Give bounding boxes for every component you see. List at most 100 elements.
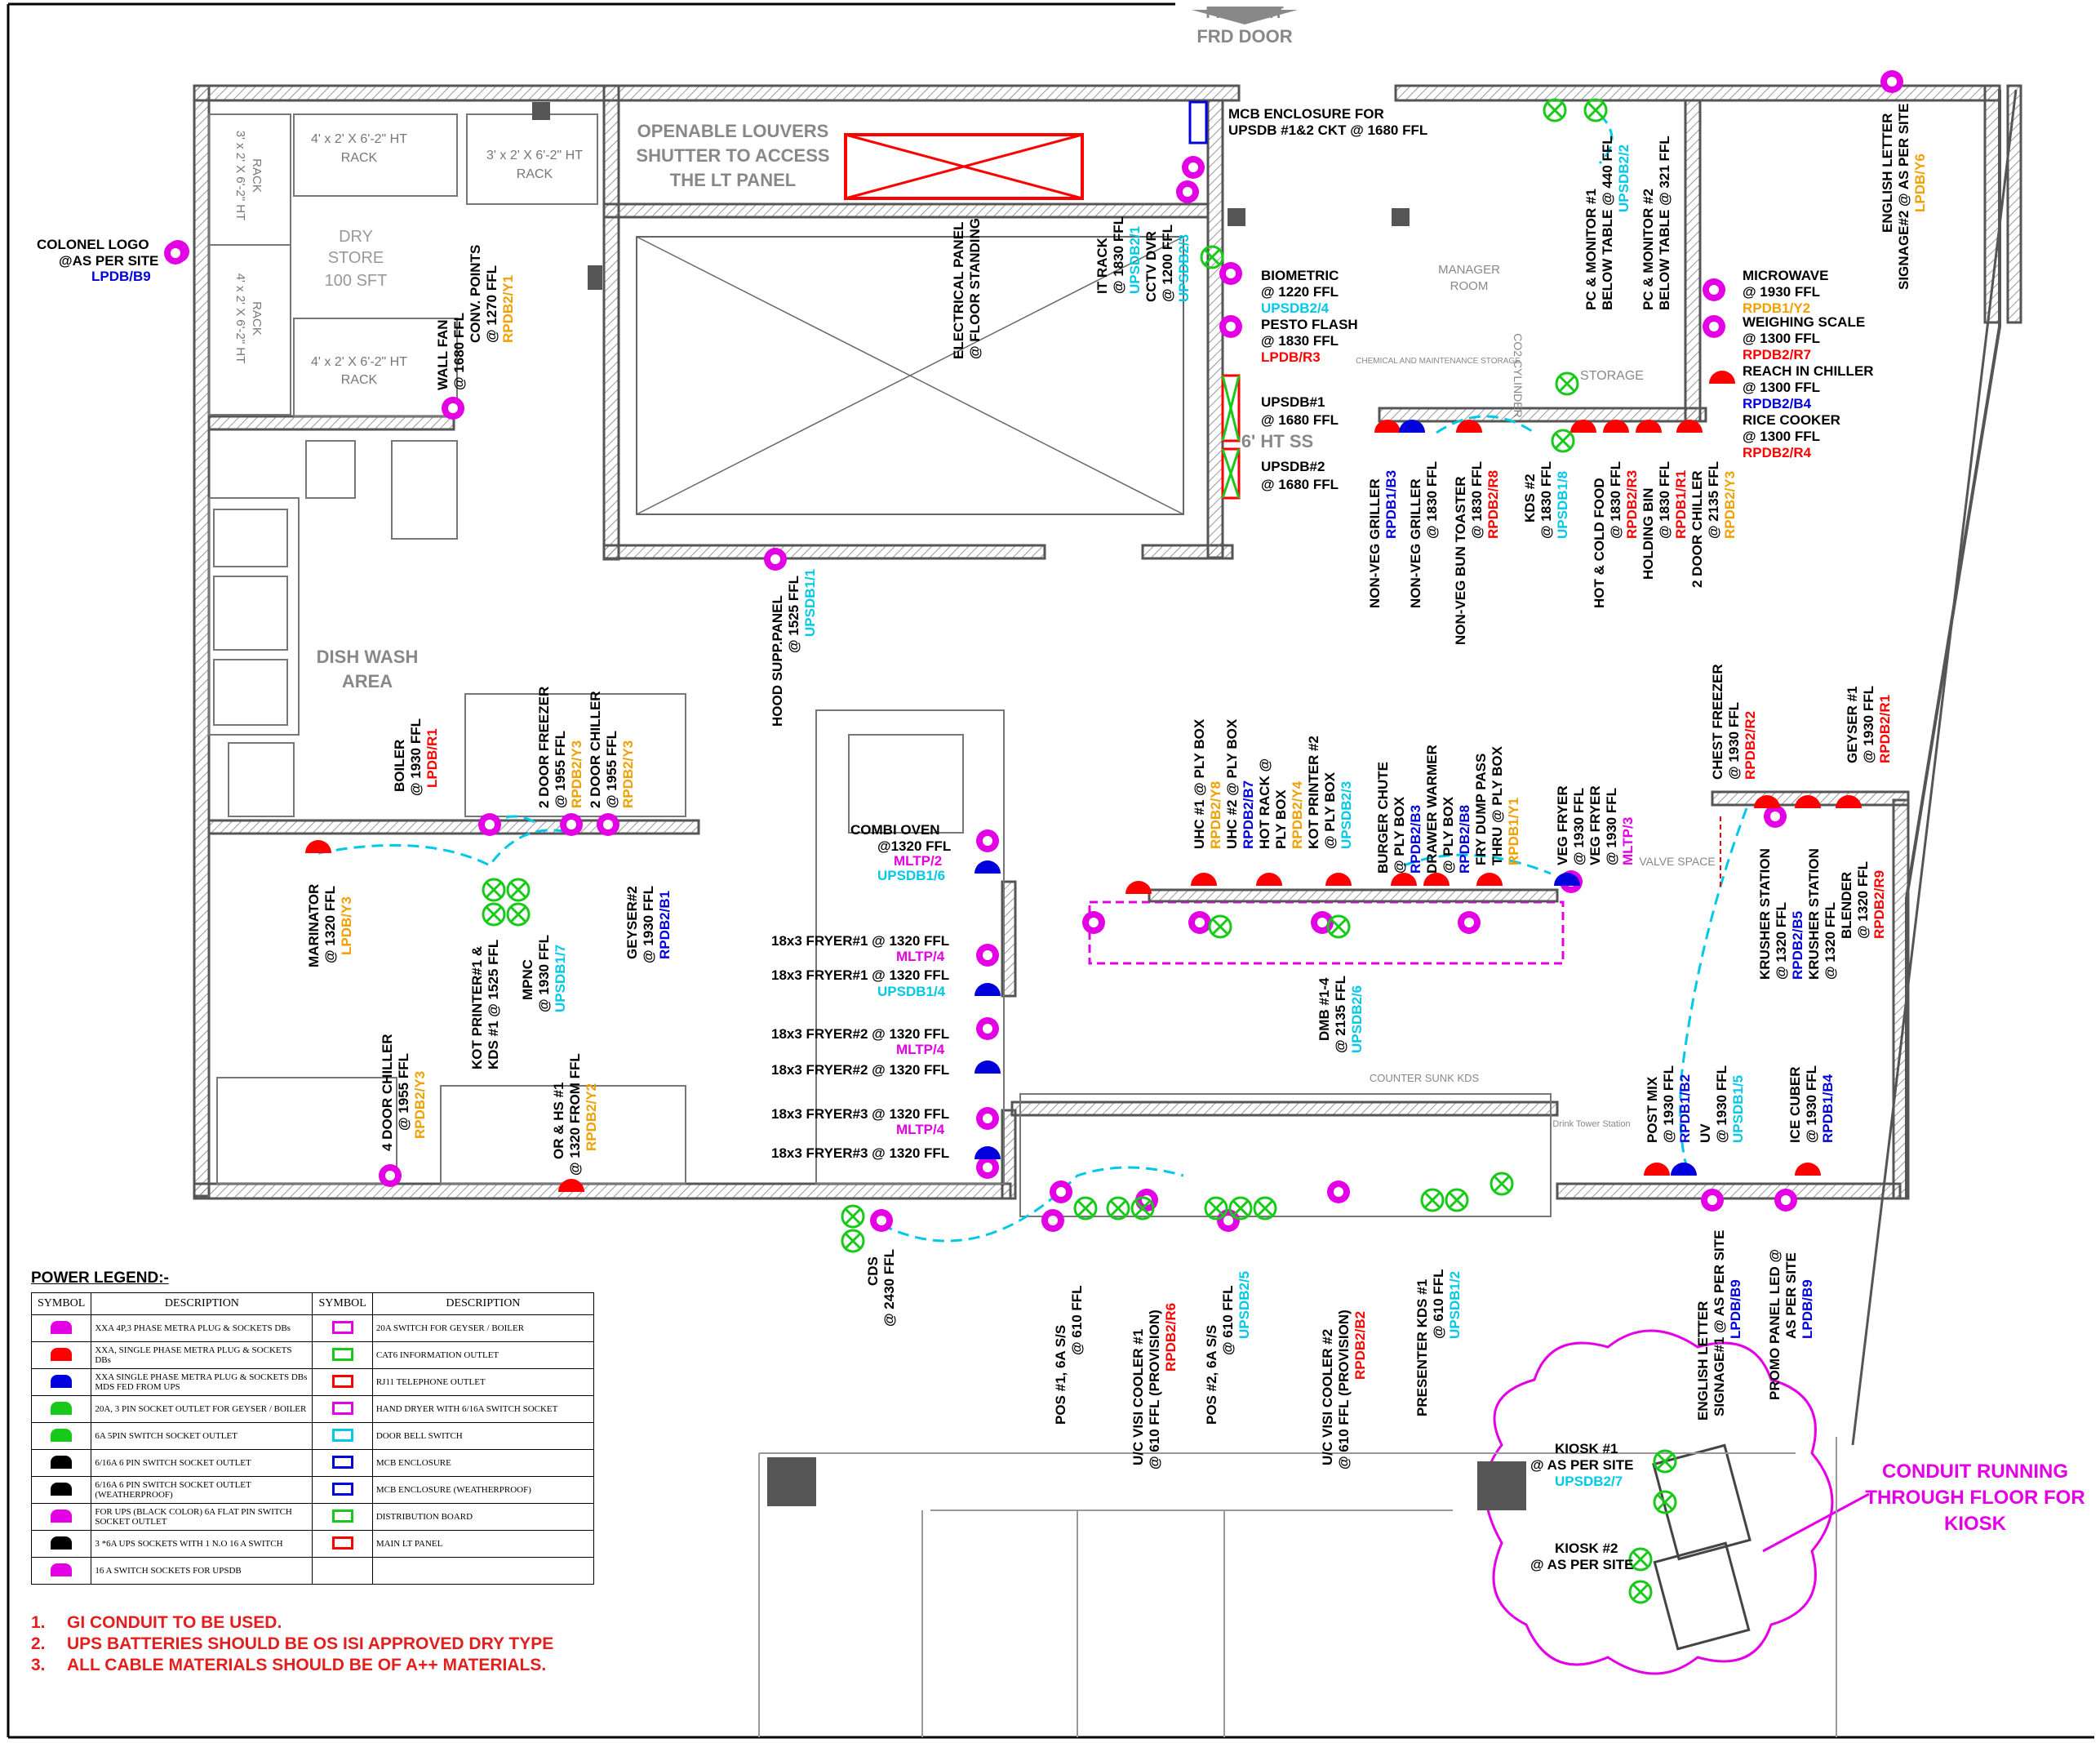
legend-header-row: SYMBOL DESCRIPTION SYMBOL DESCRIPTION bbox=[30, 1292, 595, 1315]
labels-uv-1: UV bbox=[1698, 1123, 1713, 1143]
legend-row: FOR UPS (BLACK COLOR) 6A FLAT PIN SWITCH… bbox=[30, 1503, 595, 1531]
legend-symbol bbox=[312, 1368, 373, 1396]
labels-vegfryer1-2: @ 1930 FFL bbox=[1571, 788, 1587, 865]
legend-col-desc-2: DESCRIPTION bbox=[371, 1292, 595, 1315]
labels-fryer3a-2: MLTP/4 bbox=[896, 1122, 945, 1137]
labels-postmix-2: @ 1930 FFL bbox=[1661, 1065, 1676, 1143]
labels-pos1-2: @ 610 FFL bbox=[1069, 1285, 1085, 1355]
labels-krusher1-2: @ 1320 FFL bbox=[1774, 902, 1789, 980]
rooms-conduit-3: KIOSK bbox=[1944, 1513, 2007, 1535]
mcb-enclosure bbox=[1188, 100, 1208, 145]
labels-microwave-2: @ 1930 FFL bbox=[1743, 284, 1820, 300]
labels-engsign2-1: ENGLISH LETTER bbox=[1880, 113, 1895, 233]
labels-microwave-3: RPDB1/Y2 bbox=[1743, 300, 1810, 316]
labels-conv-3: RPDB2/Y1 bbox=[500, 275, 516, 343]
legend-row: XXA SINGLE PHASE METRA PLUG & SOCKETS DB… bbox=[30, 1368, 595, 1396]
labels-fryer1b-1: 18x3 FRYER#1 @ 1320 FFL bbox=[771, 967, 949, 983]
labels-nvg2-1: NON-VEG GRILLER bbox=[1408, 478, 1423, 608]
labels-kot1-1: KOT PRINTER#1 & bbox=[469, 946, 485, 1069]
labels-conv-2: @ 1270 FFL bbox=[484, 265, 499, 343]
labels-reach-1: REACH IN CHILLER bbox=[1743, 363, 1874, 379]
rooms-conduit-1: CONDUIT RUNNING bbox=[1882, 1461, 2068, 1483]
bottom-columns bbox=[532, 102, 1526, 1510]
rooms-storage: STORAGE bbox=[1580, 369, 1644, 383]
racks bbox=[208, 113, 598, 417]
labels-visi2-2: @ 610 FFL (PROVISION) bbox=[1336, 1309, 1352, 1470]
rooms-counter-sunk: COUNTER SUNK KDS bbox=[1370, 1072, 1480, 1084]
labels-hotcold-3: RPDB2/R3 bbox=[1624, 470, 1640, 539]
legend-symbol-icon bbox=[51, 1509, 73, 1523]
rooms-drink-tower: Drink Tower Station bbox=[1552, 1119, 1630, 1129]
legend-description: 6A 5PIN SWITCH SOCKET OUTLET bbox=[91, 1422, 313, 1450]
main-lt-panel bbox=[844, 133, 1084, 200]
labels-presenter-3: UPSDB1/2 bbox=[1447, 1271, 1463, 1339]
labels-vegfryer2-1: VEG FRYER bbox=[1587, 785, 1603, 865]
labels-postmix-3: RPDB1/B2 bbox=[1677, 1074, 1693, 1143]
rooms-fire-exit-2: FRD DOOR bbox=[1197, 26, 1292, 47]
legend-symbol-icon bbox=[51, 1482, 73, 1496]
facade-line bbox=[1851, 89, 2018, 1446]
legend-symbol-icon bbox=[51, 1320, 73, 1334]
legend-row: 6/16A 6 PIN SWITCH SOCKET OUTLET (WEATHE… bbox=[30, 1476, 595, 1504]
labels-chestfreezer-2: @ 1930 FFL bbox=[1726, 702, 1742, 780]
labels-visi1-1: U/C VISI COOLER #1 bbox=[1130, 1329, 1146, 1465]
labels-drawer-3: RPDB2/B8 bbox=[1457, 805, 1472, 874]
legend-symbol-icon bbox=[331, 1428, 353, 1442]
legend-symbol-icon bbox=[331, 1455, 353, 1469]
legend-description: 20A, 3 PIN SOCKET OUTLET FOR GEYSER / BO… bbox=[91, 1395, 313, 1423]
legend-symbol-icon bbox=[51, 1347, 73, 1361]
labels-fryer3a-1: 18x3 FRYER#3 @ 1320 FFL bbox=[771, 1106, 949, 1122]
labels-boiler-2: @ 1930 FFL bbox=[408, 718, 424, 796]
legend-description: RJ11 TELEPHONE OUTLET bbox=[371, 1368, 595, 1396]
legend-symbol-icon bbox=[51, 1455, 73, 1469]
labels-kot2-1: KOT PRINTER #2 bbox=[1306, 736, 1321, 849]
labels-wall-fan-2: @ 1680 FFL bbox=[451, 313, 467, 390]
labels-chiller2-2: @ 1955 FFL bbox=[604, 731, 619, 808]
labels-kot2-3: UPSDB2/3 bbox=[1339, 781, 1354, 849]
labels-frydump-2: THRU @ PLY BOX bbox=[1490, 745, 1505, 865]
labels-biometric-1: BIOMETRIC bbox=[1261, 268, 1339, 283]
rooms-rack-e-2: RACK bbox=[341, 373, 378, 387]
labels-hotcold-1: HOT & COLD FOOD bbox=[1592, 478, 1607, 608]
labels-geyser1-2: @ 1930 FFL bbox=[1861, 686, 1876, 763]
legend-description: CAT6 INFORMATION OUTLET bbox=[371, 1341, 595, 1369]
labels-rice-2: @ 1300 FFL bbox=[1743, 429, 1820, 444]
labels-hood-1: HOOD SUPP.PANEL bbox=[770, 595, 785, 727]
legend-symbol-icon bbox=[51, 1563, 73, 1576]
dish-area-fixtures bbox=[208, 440, 1552, 1217]
labels-chute-2: @ PLY BOX bbox=[1392, 796, 1407, 874]
labels-reach-3: RPDB2/B4 bbox=[1743, 396, 1812, 411]
labels-mpnc-2: @ 1930 FFL bbox=[536, 935, 552, 1012]
rooms-dry-store-1: DRY bbox=[339, 228, 373, 246]
labels-fryer2b-1: 18x3 FRYER#2 @ 1320 FFL bbox=[771, 1062, 949, 1078]
labels-cds-2: @ 2430 FFL bbox=[881, 1249, 897, 1327]
labels-nvbt-1: NON-VEG BUN TOASTER bbox=[1453, 476, 1468, 645]
labels-hood-2: @ 1525 FFL bbox=[786, 576, 801, 653]
labels-pc1-3: UPSDB2/2 bbox=[1616, 145, 1632, 212]
rooms-rack-e-1: 4' x 2' X 6'-2" HT bbox=[311, 355, 407, 369]
legend-symbol bbox=[312, 1476, 373, 1504]
labels-pesto-3: LPDB/R3 bbox=[1261, 349, 1321, 365]
labels-chute-3: RPDB2/B3 bbox=[1408, 805, 1423, 874]
legend-description: FOR UPS (BLACK COLOR) 6A FLAT PIN SWITCH… bbox=[91, 1503, 313, 1531]
labels-marinator-3: LPDB/Y3 bbox=[339, 896, 354, 955]
rooms-valve-space: VALVE SPACE bbox=[1639, 855, 1715, 868]
labels-uhc1-2: RPDB2/Y8 bbox=[1208, 781, 1223, 849]
legend-symbol-icon bbox=[331, 1401, 353, 1415]
rooms-manager-1: MANAGER bbox=[1438, 263, 1500, 277]
labels-chiller4-3: RPDB2/Y3 bbox=[412, 1071, 428, 1139]
legend-symbol bbox=[30, 1341, 92, 1369]
labels-colonel-1: COLONEL LOGO bbox=[37, 237, 149, 252]
note-number: 2. bbox=[31, 1634, 46, 1653]
legend-symbol bbox=[30, 1476, 92, 1504]
labels-combi-1: COMBI OVEN bbox=[850, 822, 940, 838]
note-text: ALL CABLE MATERIALS SHOULD BE OF A++ MAT… bbox=[67, 1656, 547, 1674]
labels-cctv-1: CCTV DVR bbox=[1143, 231, 1159, 302]
conduit-runs bbox=[317, 113, 1748, 1243]
note-text: GI CONDUIT TO BE USED. bbox=[67, 1613, 282, 1632]
legend-row: 20A, 3 PIN SOCKET OUTLET FOR GEYSER / BO… bbox=[30, 1395, 595, 1423]
